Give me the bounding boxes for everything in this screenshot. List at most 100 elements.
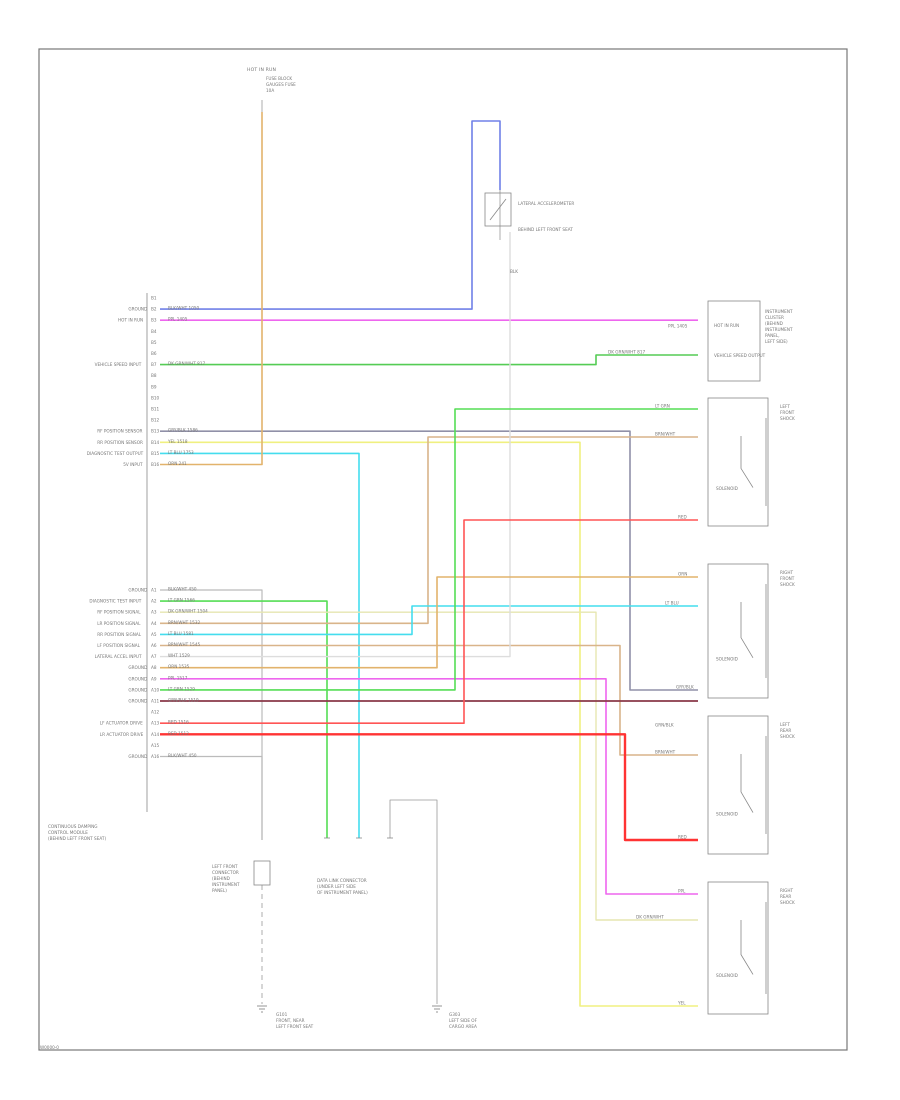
shock-inner-label: SOLENOID [716, 973, 738, 978]
shock-label-3: SHOCK [780, 900, 795, 905]
pin-func-b7: VEHICLE SPEED INPUT [95, 362, 142, 367]
pin-a2: A2 [151, 599, 157, 604]
pin-b3: B3 [151, 318, 157, 323]
wire-a1-ground [160, 589, 263, 840]
wire-lt-grn-1566 [160, 600, 328, 838]
pin-a16: A16 [151, 754, 160, 759]
pin-func-b2: GROUND [128, 307, 147, 312]
ground1-label-1: G101 [276, 1012, 288, 1017]
instrument-cluster: HOT IN RUN VEHICLE SPEED OUTPUT INSTRUME… [707, 300, 793, 382]
pin-a5: A5 [151, 632, 157, 637]
wire-label-5: LT BLU [665, 601, 679, 606]
pin-b14: B14 [151, 440, 160, 445]
pin-wire-a11: GRN/BLK 1519 [168, 698, 199, 703]
pin-b6: B6 [151, 351, 157, 356]
shock-label-1: LEFT [780, 722, 790, 727]
pin-wire-a16: BLK/WHT 450 [168, 753, 197, 758]
wire-label-9: RED [678, 835, 687, 840]
pin-wire-a7: WHT 1529 [168, 653, 190, 658]
wire-yel-1518 [160, 441, 698, 1007]
wire-label-10: PPL [678, 889, 686, 894]
shock-inner-label: SOLENOID [716, 656, 738, 661]
bottom-labels: CONTINUOUS DAMPING CONTROL MODULE (BEHIN… [40, 824, 478, 1050]
pin-b13: B13 [151, 429, 160, 434]
pin-wire-a5: LT BLU 1581 [168, 631, 194, 636]
wire-dk-grn-wht-817 [160, 354, 698, 366]
wire-orn-241 [160, 112, 263, 466]
pin-func-a7: LATERAL ACCEL INPUT [95, 654, 142, 659]
wire-label-4: ORN [678, 572, 687, 577]
accelerometer-sub: BEHIND LEFT FRONT SEAT [518, 227, 573, 232]
pin-wire-a1: BLK/WHT 450 [168, 587, 197, 592]
ignition-line-1: FUSE BLOCK [266, 76, 292, 81]
pin-a7: A7 [151, 654, 157, 659]
pin-b16: B16 [151, 462, 160, 467]
ground-g303-line [389, 799, 438, 1004]
lateral-accelerometer: LATERAL ACCELEROMETER BEHIND LEFT FRONT … [484, 192, 574, 274]
cluster-row-2: VEHICLE SPEED OUTPUT [714, 353, 766, 358]
pin-a6: A6 [151, 643, 157, 648]
pin-func-a1: GROUND [128, 588, 147, 593]
shock-label-2: REAR [780, 728, 791, 733]
ignition-line-3: 10A [266, 88, 274, 93]
pin-func-a6: LF POSITION SIGNAL [97, 643, 140, 648]
pin-b7: B7 [151, 362, 157, 367]
shock-box [707, 397, 769, 527]
wire-label-7: GRN/BLK [655, 723, 674, 728]
pin-a1: A1 [151, 588, 157, 593]
pin-wire-b13: GRY/BLK 1586 [168, 428, 198, 433]
shock-label-1: RIGHT [780, 888, 794, 893]
switch-symbol [740, 754, 754, 813]
ignition-line-2: GAUGES FUSE [266, 82, 296, 87]
shock-box [707, 715, 769, 855]
pin-func-a4: LR POSITION SIGNAL [97, 621, 141, 626]
pin-wire-a14: RED 1512 [168, 731, 189, 736]
wire-label-12: YEL [677, 1001, 686, 1006]
shock-absorbers: SOLENOIDLEFTFRONTSHOCKSOLENOIDRIGHTFRONT… [707, 397, 795, 1015]
cluster-line-4: INSTRUMENT [765, 327, 793, 332]
wire-dk-grn-wht-1504 [160, 611, 698, 921]
pin-wire-b14: YEL 1518 [167, 439, 188, 444]
ignition-source: HOT IN RUN FUSE BLOCK GAUGES FUSE 10A [247, 67, 296, 93]
pin-func-a14: LR ACTUATOR DRIVE [100, 732, 144, 737]
pin-b8: B8 [151, 373, 157, 378]
wire-a16-ground [160, 755, 263, 840]
pin-func-a8: GROUND [128, 665, 147, 670]
ground1-label-3: LEFT FRONT SEAT [276, 1024, 314, 1029]
wire-label-8: BRN/WHT [655, 750, 676, 755]
wire-label-3: RED [678, 515, 687, 520]
dlc-label-3: OF INSTRUMENT PANEL) [317, 890, 368, 895]
wire-lt-grn-1529 [160, 408, 698, 691]
pin-func-a3: RF POSITION SIGNAL [97, 610, 141, 615]
pin-a10: A10 [151, 687, 160, 692]
accelerometer-label: LATERAL ACCELEROMETER [518, 201, 574, 206]
wire-red-1516 [160, 519, 698, 725]
wire-lt-blu-1581 [160, 605, 698, 636]
shock-label-1: RIGHT [780, 570, 794, 575]
wires [160, 100, 698, 1013]
pin-wire-b16: ORN 241 [168, 461, 187, 466]
pin-b11: B11 [151, 407, 160, 412]
pin-a14: A14 [151, 732, 160, 737]
wire-label-6: GRY/BLK [676, 685, 694, 690]
switch-symbol [740, 602, 754, 659]
pin-func-a11: GROUND [128, 699, 147, 704]
pin-b4: B4 [151, 329, 157, 334]
shock-box [707, 563, 769, 699]
wire-ppl-1517 [160, 677, 698, 895]
pin-wire-a3: DK GRN/WHT 1504 [168, 609, 208, 614]
pin-wire-a8: ORN 1535 [168, 664, 190, 669]
diag-label-4: INSTRUMENT [212, 882, 240, 887]
dlc-label-2: (UNDER LEFT SIDE [317, 884, 356, 889]
switch-symbol [740, 436, 754, 488]
pin-wire-b2: BLK/WHT 1050 [168, 306, 200, 311]
pin-a13: A13 [151, 721, 160, 726]
pin-func-b16: 5V INPUT [123, 462, 143, 467]
pin-func-a16: GROUND [128, 754, 147, 759]
diag-connector-box [253, 860, 271, 886]
wire-label-1: LT GRN [655, 404, 670, 409]
accelerometer-wire: BLK [510, 269, 518, 274]
